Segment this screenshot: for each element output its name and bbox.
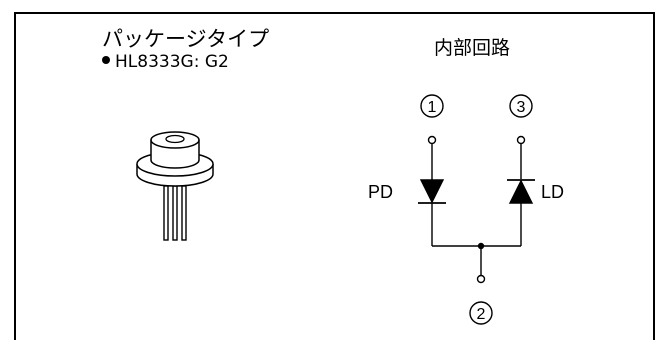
pin-3-label: 3 [517,99,526,116]
laser-diode-symbol [508,179,534,204]
photodiode-symbol [419,179,445,204]
laser-package-illustration [136,131,214,241]
internal-circuit [418,94,535,325]
internal-circuit-title: 内部回路 [434,37,511,59]
pin-3-terminal [516,135,526,145]
frame-border [14,12,655,340]
pin-3-circle [509,94,533,118]
photodiode-label: PD [368,182,393,202]
package-lead [163,185,169,241]
package-item: HL8333G: G2 [102,51,229,73]
pin-1-label: 1 [428,99,437,116]
laser-diode-label: LD [541,182,564,202]
package-item-text: HL8333G: G2 [115,52,229,72]
pin-2-label: 2 [477,306,486,323]
package-lead [172,185,178,241]
package-window [165,134,185,144]
pin-1-terminal [427,135,437,145]
package-type-title: パッケージタイプ [102,27,270,51]
package-lead [181,185,187,241]
pin-2-terminal [476,274,486,284]
pin-1-circle [420,94,444,118]
pin-2-circle [469,301,493,325]
bullet-icon [102,56,110,64]
